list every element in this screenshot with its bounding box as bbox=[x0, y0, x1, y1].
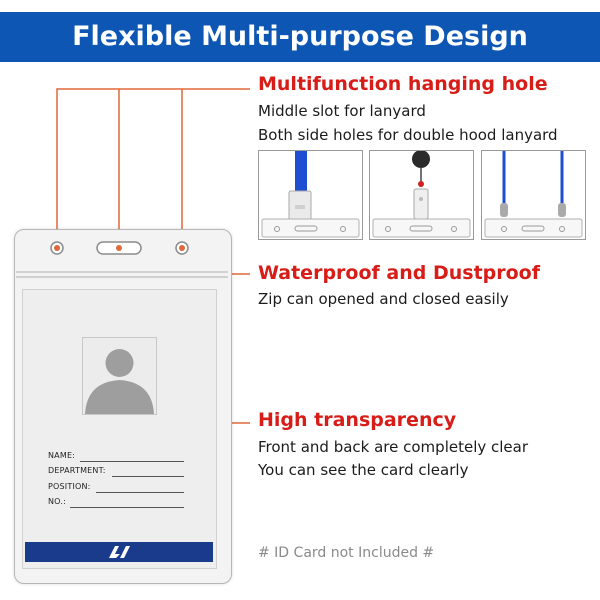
left-hole-marker bbox=[54, 245, 60, 251]
feature-heading-waterproof: Waterproof and Dustproof bbox=[258, 262, 540, 284]
id-card-not-included-note: # ID Card not Included # bbox=[258, 545, 435, 561]
lanyard-clip-thumbnail bbox=[258, 149, 363, 240]
feature-desc-waterproof: Zip can opened and closed easily bbox=[258, 290, 509, 308]
card-field-department: DEPARTMENT: bbox=[48, 466, 106, 475]
title-banner: Flexible Multi-purpose Design bbox=[0, 12, 600, 62]
lanyard-clip-illustration bbox=[261, 149, 360, 238]
card-field-line bbox=[96, 492, 184, 493]
card-field-line bbox=[80, 461, 184, 462]
banner-title: Flexible Multi-purpose Design bbox=[72, 21, 528, 52]
person-silhouette-icon bbox=[85, 349, 154, 414]
badge-reel-illustration bbox=[372, 150, 471, 238]
sample-id-card bbox=[22, 289, 217, 569]
photo-placeholder bbox=[82, 337, 157, 415]
callout-line-left-hole bbox=[56, 88, 250, 248]
feature-desc-transparency-2: You can see the card clearly bbox=[258, 461, 469, 479]
double-hook-lanyard-illustration bbox=[484, 151, 583, 238]
middle-slot-marker bbox=[116, 245, 122, 251]
double-hook-lanyard-thumbnail bbox=[481, 150, 586, 240]
feature-desc-transparency-1: Front and back are completely clear bbox=[258, 438, 529, 456]
card-footer-band bbox=[25, 542, 213, 562]
card-field-line bbox=[112, 476, 184, 477]
feature-heading-hanging-hole: Multifunction hanging hole bbox=[258, 73, 548, 95]
card-field-name: NAME: bbox=[48, 451, 76, 460]
card-field-position: POSITION: bbox=[48, 482, 91, 491]
card-field-number: NO.: bbox=[48, 497, 66, 506]
card-field-line bbox=[70, 507, 184, 508]
right-hole-marker bbox=[179, 245, 185, 251]
feature-desc-hanging-hole-2: Both side holes for double hood lanyard bbox=[258, 126, 558, 144]
brand-logo-icon bbox=[109, 546, 130, 558]
feature-desc-hanging-hole-1: Middle slot for lanyard bbox=[258, 102, 426, 120]
badge-reel-thumbnail bbox=[369, 150, 474, 240]
feature-heading-transparency: High transparency bbox=[258, 409, 457, 431]
